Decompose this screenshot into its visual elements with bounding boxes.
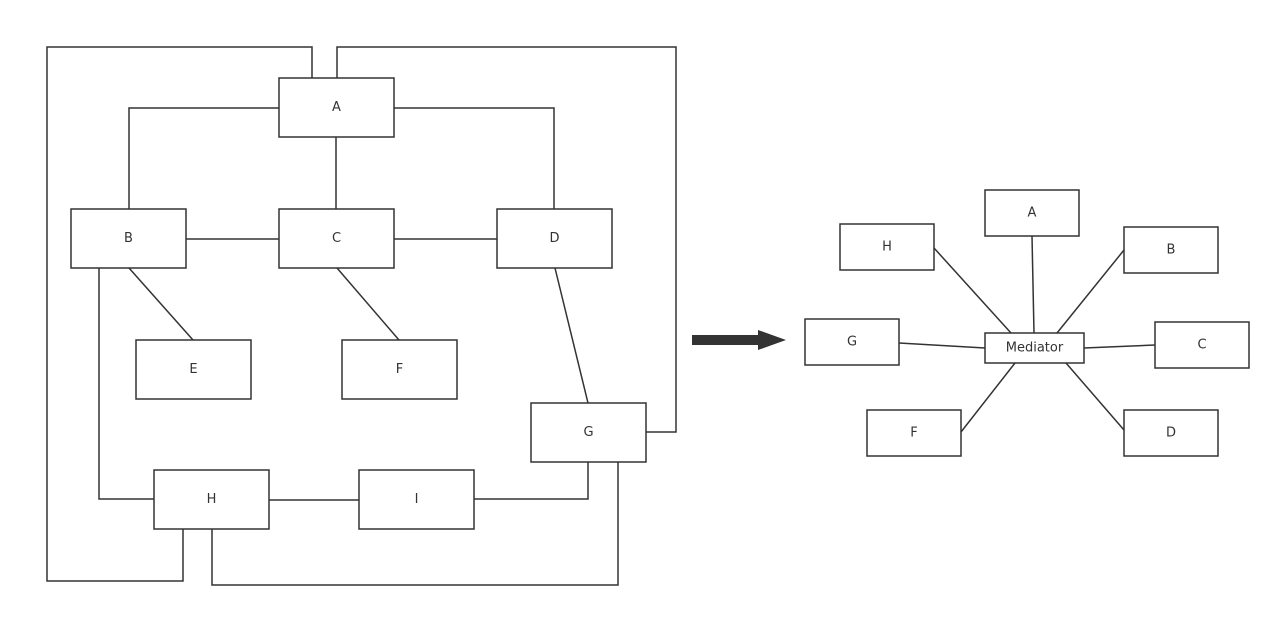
left-node-e: E (135, 339, 252, 400)
node-box (1123, 226, 1219, 274)
edge-mediator-c (1083, 344, 1156, 349)
node-box (530, 402, 647, 463)
edge-b-e (128, 267, 194, 341)
edge-a-g-outer-right (336, 46, 677, 433)
node-label: C (332, 231, 341, 246)
edge-mediator-a (1031, 235, 1035, 334)
node-box (135, 339, 252, 400)
right-node-g: G (804, 318, 900, 366)
node-label: F (396, 362, 403, 377)
node-box (984, 332, 1085, 364)
edge-i-g (474, 462, 589, 500)
node-box (984, 189, 1080, 237)
node-label: H (882, 240, 892, 255)
edge-mediator-f (960, 362, 1016, 433)
left-node-b: B (70, 208, 187, 269)
edge-a-d (394, 107, 555, 209)
node-box (839, 223, 935, 271)
node-box (70, 208, 187, 269)
node-box (358, 469, 475, 530)
left-node-c: C (278, 208, 395, 269)
node-label: I (415, 492, 419, 507)
arrow-head (758, 330, 786, 350)
node-label: A (332, 100, 341, 115)
node-box (866, 409, 962, 457)
right-node-b: B (1123, 226, 1219, 274)
edge-a-h-outer-left (46, 46, 313, 582)
left-node-i: I (358, 469, 475, 530)
right-node-f: F (866, 409, 962, 457)
edge-h-g-bottom (211, 462, 619, 586)
edge-mediator-d (1065, 362, 1125, 431)
node-box (1123, 409, 1219, 457)
right-node-c: C (1154, 321, 1250, 369)
node-label: G (847, 335, 857, 350)
node-label: H (207, 492, 217, 507)
node-box (278, 208, 395, 269)
mediator-node: Mediator (984, 332, 1085, 364)
node-label: B (1167, 243, 1176, 258)
edge-mediator-b (1056, 249, 1125, 334)
node-label: A (1028, 206, 1037, 221)
left-node-h: H (153, 469, 270, 530)
edge-c-f (336, 267, 400, 341)
left-node-a: A (278, 77, 395, 138)
left-node-d: D (496, 208, 613, 269)
right-node-a: A (984, 189, 1080, 237)
node-label: E (189, 362, 197, 377)
right-node-h: H (839, 223, 935, 271)
mediator-label: Mediator (1006, 341, 1064, 356)
node-label: G (583, 425, 593, 440)
right-connections (898, 235, 1156, 433)
node-box (278, 77, 395, 138)
node-label: B (124, 231, 133, 246)
node-box (153, 469, 270, 530)
left-node-f: F (341, 339, 458, 400)
node-box (496, 208, 613, 269)
node-label: F (910, 426, 917, 441)
node-label: C (1197, 338, 1206, 353)
right-node-d: D (1123, 409, 1219, 457)
node-label: D (1166, 426, 1176, 441)
edge-a-b (128, 107, 279, 209)
node-box (804, 318, 900, 366)
node-box (341, 339, 458, 400)
arrow-shaft (692, 335, 762, 345)
node-label: D (549, 231, 559, 246)
left-connections (46, 46, 677, 586)
node-box (1154, 321, 1250, 369)
edge-mediator-h (933, 247, 1012, 334)
edge-b-h (98, 268, 154, 500)
left-node-g: G (530, 402, 647, 463)
transform-arrow-icon (692, 330, 786, 350)
edge-mediator-g (898, 342, 986, 349)
edge-d-g (554, 267, 589, 404)
